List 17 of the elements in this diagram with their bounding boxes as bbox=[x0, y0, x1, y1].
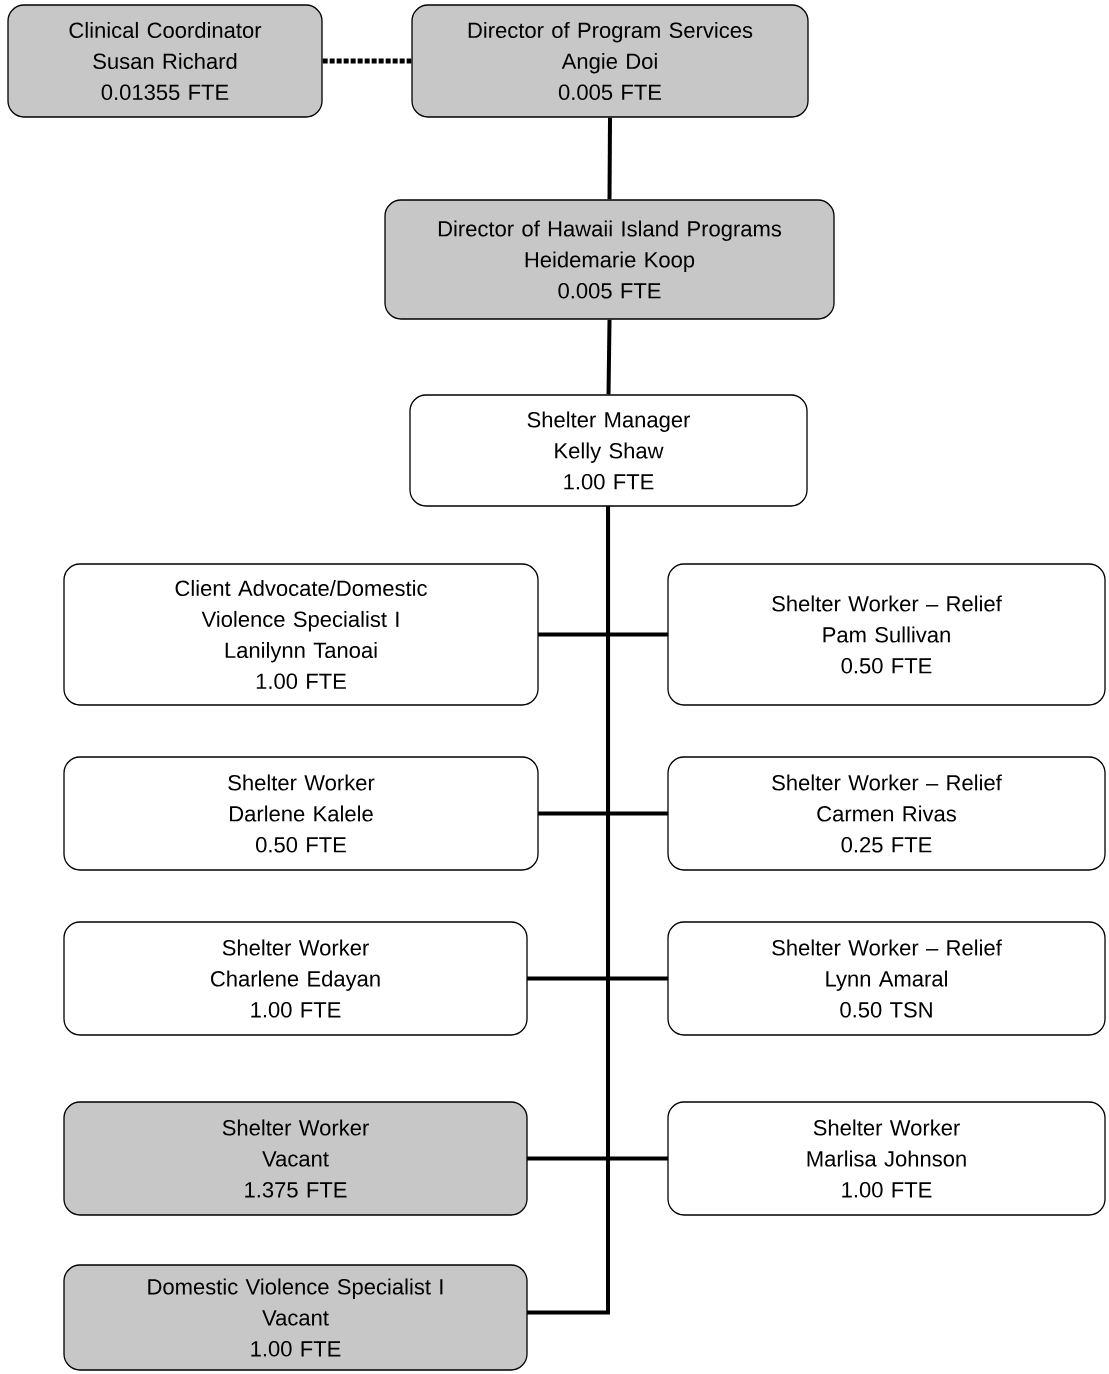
position-box: Shelter Worker – Relief Lynn Amaral 0.50 TSN bbox=[667, 921, 1106, 1036]
position-box: Client Advocate/Domestic Violence Specialist I Lanilynn Tanoai 1.00 FTE bbox=[63, 563, 539, 706]
position-box: Shelter Worker – Relief Carmen Rivas 0.25 FTE bbox=[667, 756, 1106, 871]
position-box: Domestic Violence Specialist I Vacant 1.00 FTE bbox=[63, 1264, 528, 1371]
position-box: Shelter Manager Kelly Shaw 1.00 FTE bbox=[409, 394, 808, 507]
position-box: Shelter Worker Charlene Edayan 1.00 FTE bbox=[63, 921, 528, 1036]
position-box: Director of Hawaii Island Programs Heidemarie Koop 0.005 FTE bbox=[384, 199, 835, 320]
position-box: Shelter Worker Vacant 1.375 FTE bbox=[63, 1101, 528, 1216]
position-box: Clinical Coordinator Susan Richard 0.01355 FTE bbox=[7, 4, 323, 118]
connector-line bbox=[606, 319, 612, 395]
connector-line bbox=[527, 506, 610, 1315]
position-box: Shelter Worker – Relief Pam Sullivan 0.50 FTE bbox=[667, 563, 1106, 706]
position-box: Director of Program Services Angie Doi 0.005 FTE bbox=[411, 4, 809, 118]
position-box: Shelter Worker Marlisa Johnson 1.00 FTE bbox=[667, 1101, 1106, 1216]
connector-line bbox=[322, 58, 412, 64]
position-box: Shelter Worker Darlene Kalele 0.50 FTE bbox=[63, 756, 539, 871]
connector-line bbox=[607, 117, 612, 200]
